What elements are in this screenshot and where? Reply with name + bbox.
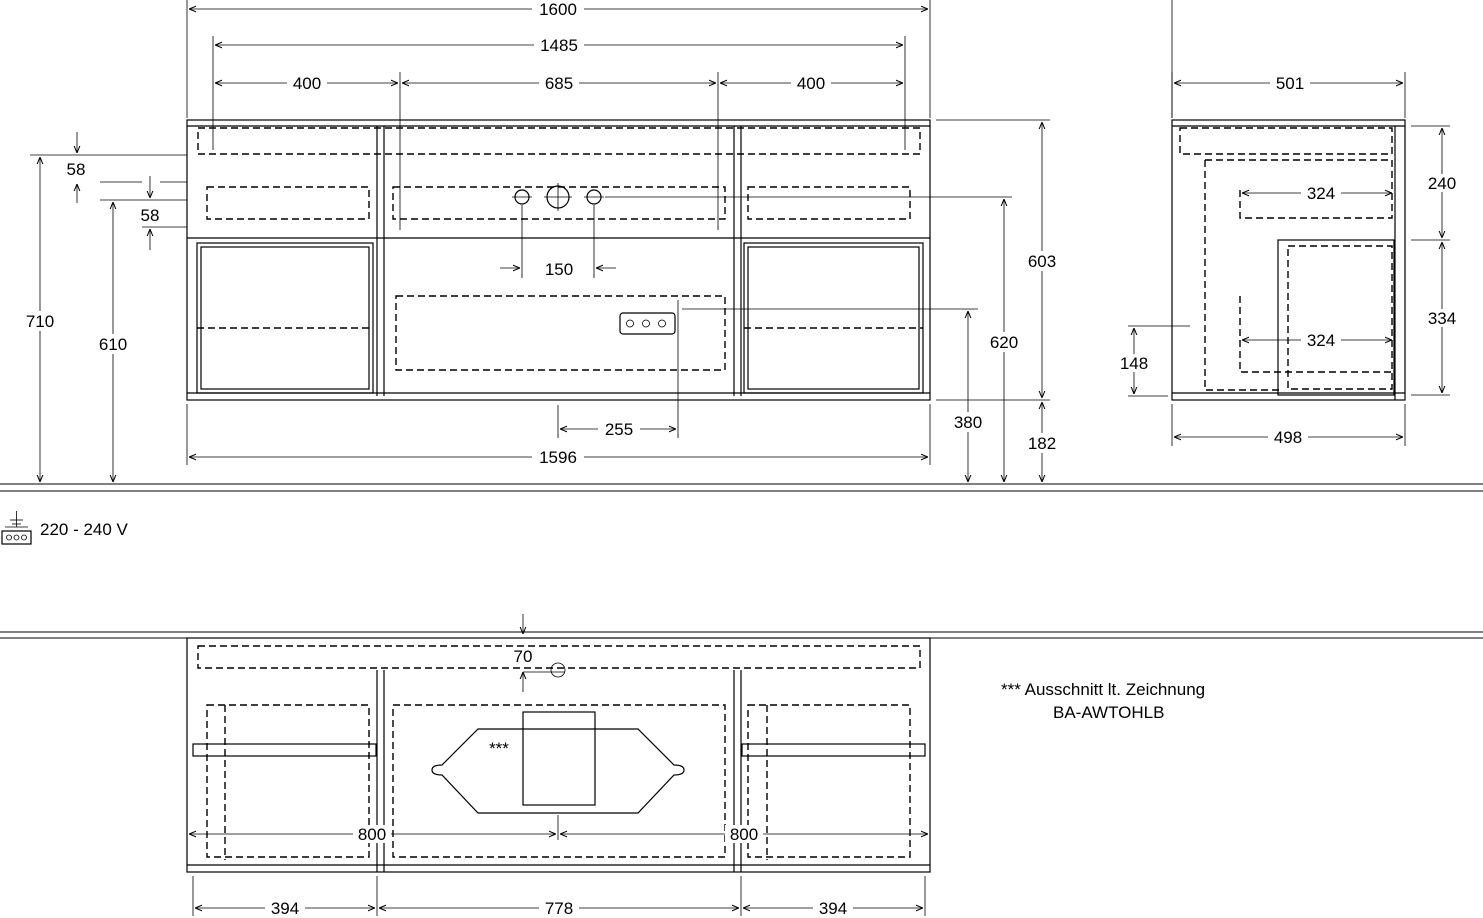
electrical-socket-icon <box>1 511 32 545</box>
basin-cutout <box>431 728 685 814</box>
dim-total-height: 710 <box>26 312 54 331</box>
dim-side-top-depth: 501 <box>1276 74 1304 93</box>
dim-bottom-middle: 778 <box>545 899 573 918</box>
dim-side-lower-height: 334 <box>1428 309 1456 328</box>
dim-half-left: 800 <box>358 825 386 844</box>
dim-bottom-right: 394 <box>819 899 847 918</box>
dim-middle-section: 685 <box>545 74 573 93</box>
dim-side-bottom-depth: 498 <box>1274 428 1302 447</box>
dim-bottom-left: 394 <box>271 899 299 918</box>
dim-inner-width: 1485 <box>540 36 578 55</box>
cutout-marker: *** <box>489 739 509 758</box>
floor-line <box>0 483 1483 492</box>
dim-half-right: 800 <box>730 825 758 844</box>
side-view: 501 324 324 240 334 148 498 <box>1114 0 1462 447</box>
wall-line <box>0 631 1483 639</box>
dim-tap-spacing: 150 <box>545 260 573 279</box>
dim-total-width: 1600 <box>539 0 577 19</box>
front-view: 1600 1485 400 685 400 58 58 710 610 150 … <box>20 0 1062 482</box>
dim-height-620: 620 <box>990 333 1018 352</box>
dim-side-lower-drawer: 324 <box>1307 331 1335 350</box>
dim-left-section: 400 <box>293 74 321 93</box>
dim-right-section: 400 <box>797 74 825 93</box>
dim-socket-height: 380 <box>954 413 982 432</box>
note-line-1: *** Ausschnitt lt. Zeichnung <box>1001 680 1205 699</box>
dim-socket-offset: 255 <box>605 420 633 439</box>
dim-height-610: 610 <box>99 335 127 354</box>
note-line-2: BA-AWTOHLB <box>1053 703 1164 722</box>
dim-side-upper-drawer: 324 <box>1307 184 1335 203</box>
dim-plinth-height: 182 <box>1028 434 1056 453</box>
dim-top-offset-2: 58 <box>141 206 160 225</box>
dim-side-height-603: 603 <box>1028 252 1056 271</box>
dim-side-upper-height: 240 <box>1428 174 1456 193</box>
dim-side-socket-height: 148 <box>1120 354 1148 373</box>
voltage-label: 220 - 240 V <box>40 520 129 539</box>
dim-back-offset: 70 <box>514 647 533 666</box>
dim-base-width: 1596 <box>539 448 577 467</box>
top-view: *** 70 800 800 394 778 394 <box>186 614 931 918</box>
dim-top-offset-1: 58 <box>67 160 86 179</box>
